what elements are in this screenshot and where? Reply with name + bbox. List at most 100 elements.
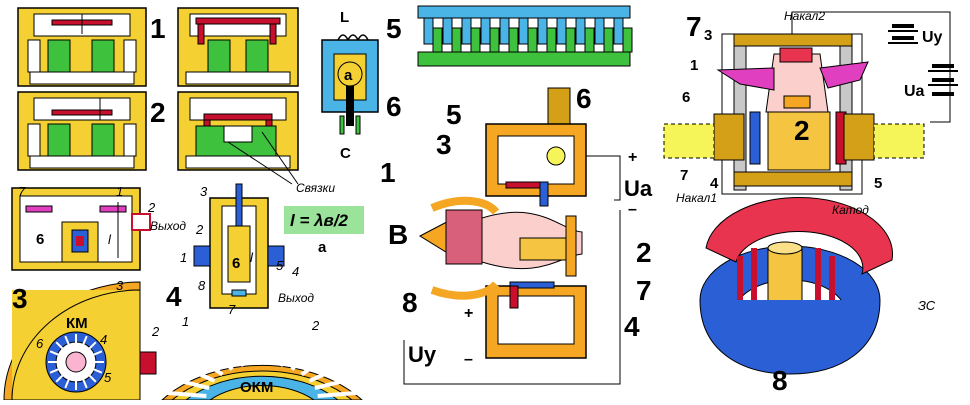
okm-vane	[192, 353, 224, 377]
okm-vane	[308, 364, 345, 383]
fig6-label-6: 6	[576, 83, 592, 114]
comb-tooth-lower	[432, 27, 443, 53]
fig4-a: а	[318, 239, 327, 256]
panel-number-2: 2	[150, 97, 166, 128]
comb-tooth-lower	[508, 27, 519, 53]
okm-vane	[249, 336, 258, 365]
resonator-vane	[79, 372, 88, 389]
comb-tooth-lower	[622, 27, 633, 53]
formula: l = λв/2	[290, 211, 349, 230]
comb-tooth-lower	[451, 27, 462, 53]
fig6-minus-top: –	[628, 201, 637, 218]
fig3-label-7: 7	[18, 184, 26, 199]
fig6-label-8: 8	[402, 287, 418, 318]
fig7-label-4: 4	[710, 175, 719, 192]
fig4-label-1: 1	[180, 250, 187, 265]
comb-tooth-upper	[613, 17, 624, 45]
label-L: L	[340, 9, 349, 26]
comb-tooth-lower	[470, 27, 481, 53]
fig6-label-5: 5	[446, 99, 462, 130]
fig7-label-5: 5	[874, 175, 882, 192]
resonator-vane	[83, 341, 97, 355]
panel-number-5: 5	[386, 13, 402, 44]
fig4-label-l: l	[250, 250, 254, 265]
fig4-label-2: 2	[195, 222, 204, 237]
fig3-c6: 6	[36, 336, 44, 351]
comb-tooth-lower	[603, 27, 614, 53]
okm-vane	[317, 390, 358, 398]
comb-tooth-lower	[546, 27, 557, 53]
comb-tooth-upper	[594, 17, 605, 45]
fig3-cavity	[11, 187, 151, 271]
fig4-cavity	[193, 183, 285, 309]
fig6-label-3: 3	[436, 129, 452, 160]
fig4-output: Выход	[278, 291, 314, 305]
fig6-label-B: B	[388, 219, 408, 250]
fig4-label-8: 8	[198, 278, 206, 293]
resonator-vane	[86, 365, 103, 374]
panel-2-left	[17, 91, 147, 171]
okm-vane	[300, 353, 332, 377]
fig3-label-l: l	[108, 232, 112, 247]
panel-number-1: 1	[150, 13, 166, 44]
comb-tooth-upper	[461, 17, 472, 45]
comb-tooth-upper	[556, 17, 567, 45]
okm-vane	[278, 338, 296, 367]
fig3-c5: 5	[104, 370, 112, 385]
fig7-filament2: Накал2	[784, 9, 825, 23]
okm-vane	[290, 344, 315, 371]
comb-tooth-upper	[423, 17, 434, 45]
fig4-label-7: 7	[228, 302, 236, 317]
fig7-label-1: 1	[690, 57, 698, 74]
fig7-label-7: 7	[680, 167, 688, 184]
fig6-minus-bottom: –	[464, 351, 473, 368]
comb-tooth-lower	[584, 27, 595, 53]
fig4-c1: 1	[182, 314, 189, 329]
panel-number-8: 8	[772, 365, 788, 396]
okm-vane	[266, 336, 275, 365]
resonator-vane	[55, 369, 69, 383]
okm-vane	[170, 376, 210, 391]
fig6-label-4: 4	[624, 311, 640, 342]
fig4-label-4: 4	[292, 264, 299, 279]
okm-cross-section	[160, 364, 364, 401]
resonator-vane	[83, 369, 97, 383]
panel-1-right	[177, 7, 299, 87]
fig8-zs: ЗС	[918, 298, 936, 313]
fig6-plus-top: +	[628, 149, 637, 166]
okm-vane	[166, 390, 207, 398]
panel-2-right	[177, 91, 299, 171]
okm-vane	[228, 338, 246, 367]
fig3-c4: 4	[100, 332, 107, 347]
resonator-vane	[55, 341, 69, 355]
fig3-output: Выход	[150, 219, 186, 233]
resonator-vane	[64, 372, 73, 389]
lc-circuit	[321, 34, 379, 135]
okm-vane	[314, 376, 354, 391]
fig6-label-1: 1	[380, 157, 396, 188]
label-a: a	[344, 67, 353, 84]
comb-tooth-lower	[565, 27, 576, 53]
fig4-label-5: 5	[276, 258, 284, 273]
fig6-Uy: Uу	[408, 342, 437, 367]
fig3-c2: 2	[151, 324, 160, 339]
fig6-label-7: 7	[636, 275, 652, 306]
panel-number-7: 7	[686, 11, 702, 42]
comb-tooth-upper	[442, 17, 453, 45]
comb-tooth-upper	[480, 17, 491, 45]
fig3-label-3: 3	[116, 278, 124, 293]
comb-tooth-upper	[575, 17, 586, 45]
label-links: Связки	[296, 181, 335, 195]
comb-tooth-upper	[518, 17, 529, 45]
comb-tooth-lower	[489, 27, 500, 53]
fig4-c2: 2	[311, 318, 320, 333]
panel-number-6: 6	[386, 91, 402, 122]
fig5-comb	[417, 5, 631, 67]
fig3-label-6: 6	[36, 231, 44, 248]
fig8-cutaway	[699, 196, 894, 375]
panel-1-left	[17, 7, 147, 87]
formula-box	[284, 206, 364, 234]
okm-vane	[179, 364, 216, 383]
